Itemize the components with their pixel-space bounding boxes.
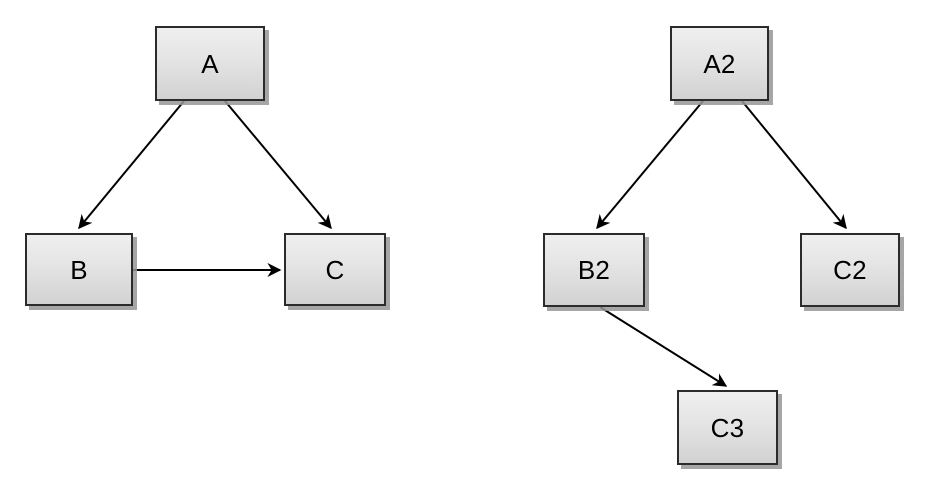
edge-a2-to-c2 [741,100,847,230]
node-a-label: A [201,48,219,79]
edge-a-to-c [224,100,332,230]
node-b[interactable]: B [25,233,133,306]
node-b-label: B [70,254,88,285]
edge-a2-to-b2 [596,100,704,230]
node-a[interactable]: A [155,26,265,101]
edge-a-to-b [78,100,185,230]
node-a2-label: A2 [703,48,736,79]
node-c3[interactable]: C3 [677,390,778,465]
edge-b2-to-c3 [599,306,728,387]
node-c3-label: C3 [710,412,745,443]
node-b2-label: B2 [577,255,611,285]
node-c-label: C [325,254,345,285]
node-b2[interactable]: B2 [543,233,645,307]
node-c[interactable]: C [284,233,386,306]
node-c2[interactable]: C2 [800,233,900,307]
node-a2[interactable]: A2 [670,26,769,101]
node-c2-label: C2 [833,255,867,285]
